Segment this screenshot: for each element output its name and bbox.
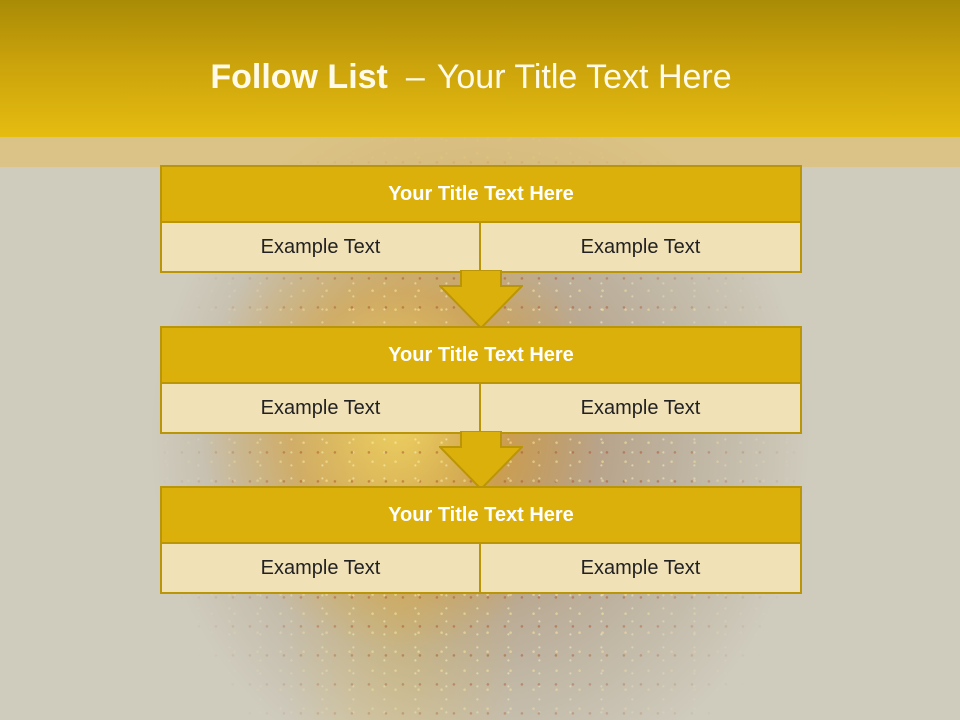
down-arrow-icon: [439, 270, 523, 330]
block-title: Your Title Text Here: [160, 326, 802, 384]
block-row: Example Text Example Text: [160, 223, 802, 273]
block-cell-right: Example Text: [481, 544, 802, 594]
list-block-2: Your Title Text Here Example Text Exampl…: [160, 326, 802, 434]
title-bar-underline: [0, 137, 960, 167]
slide-title-bold: Follow List: [210, 57, 388, 96]
title-bar: [0, 0, 960, 137]
block-title: Your Title Text Here: [160, 486, 802, 544]
block-title: Your Title Text Here: [160, 165, 802, 223]
slide-title-separator: –: [405, 57, 425, 96]
slide-title: Follow List – Your Title Text Here: [0, 0, 942, 154]
slide-title-subtitle: Your Title Text Here: [436, 57, 732, 96]
block-cell-left: Example Text: [160, 544, 481, 594]
list-block-3: Your Title Text Here Example Text Exampl…: [160, 486, 802, 594]
down-arrow-icon: [439, 431, 523, 491]
list-block-1: Your Title Text Here Example Text Exampl…: [160, 165, 802, 273]
block-cell-left: Example Text: [160, 223, 481, 273]
block-cell-right: Example Text: [481, 223, 802, 273]
block-row: Example Text Example Text: [160, 384, 802, 434]
block-row: Example Text Example Text: [160, 544, 802, 594]
block-cell-right: Example Text: [481, 384, 802, 434]
block-cell-left: Example Text: [160, 384, 481, 434]
